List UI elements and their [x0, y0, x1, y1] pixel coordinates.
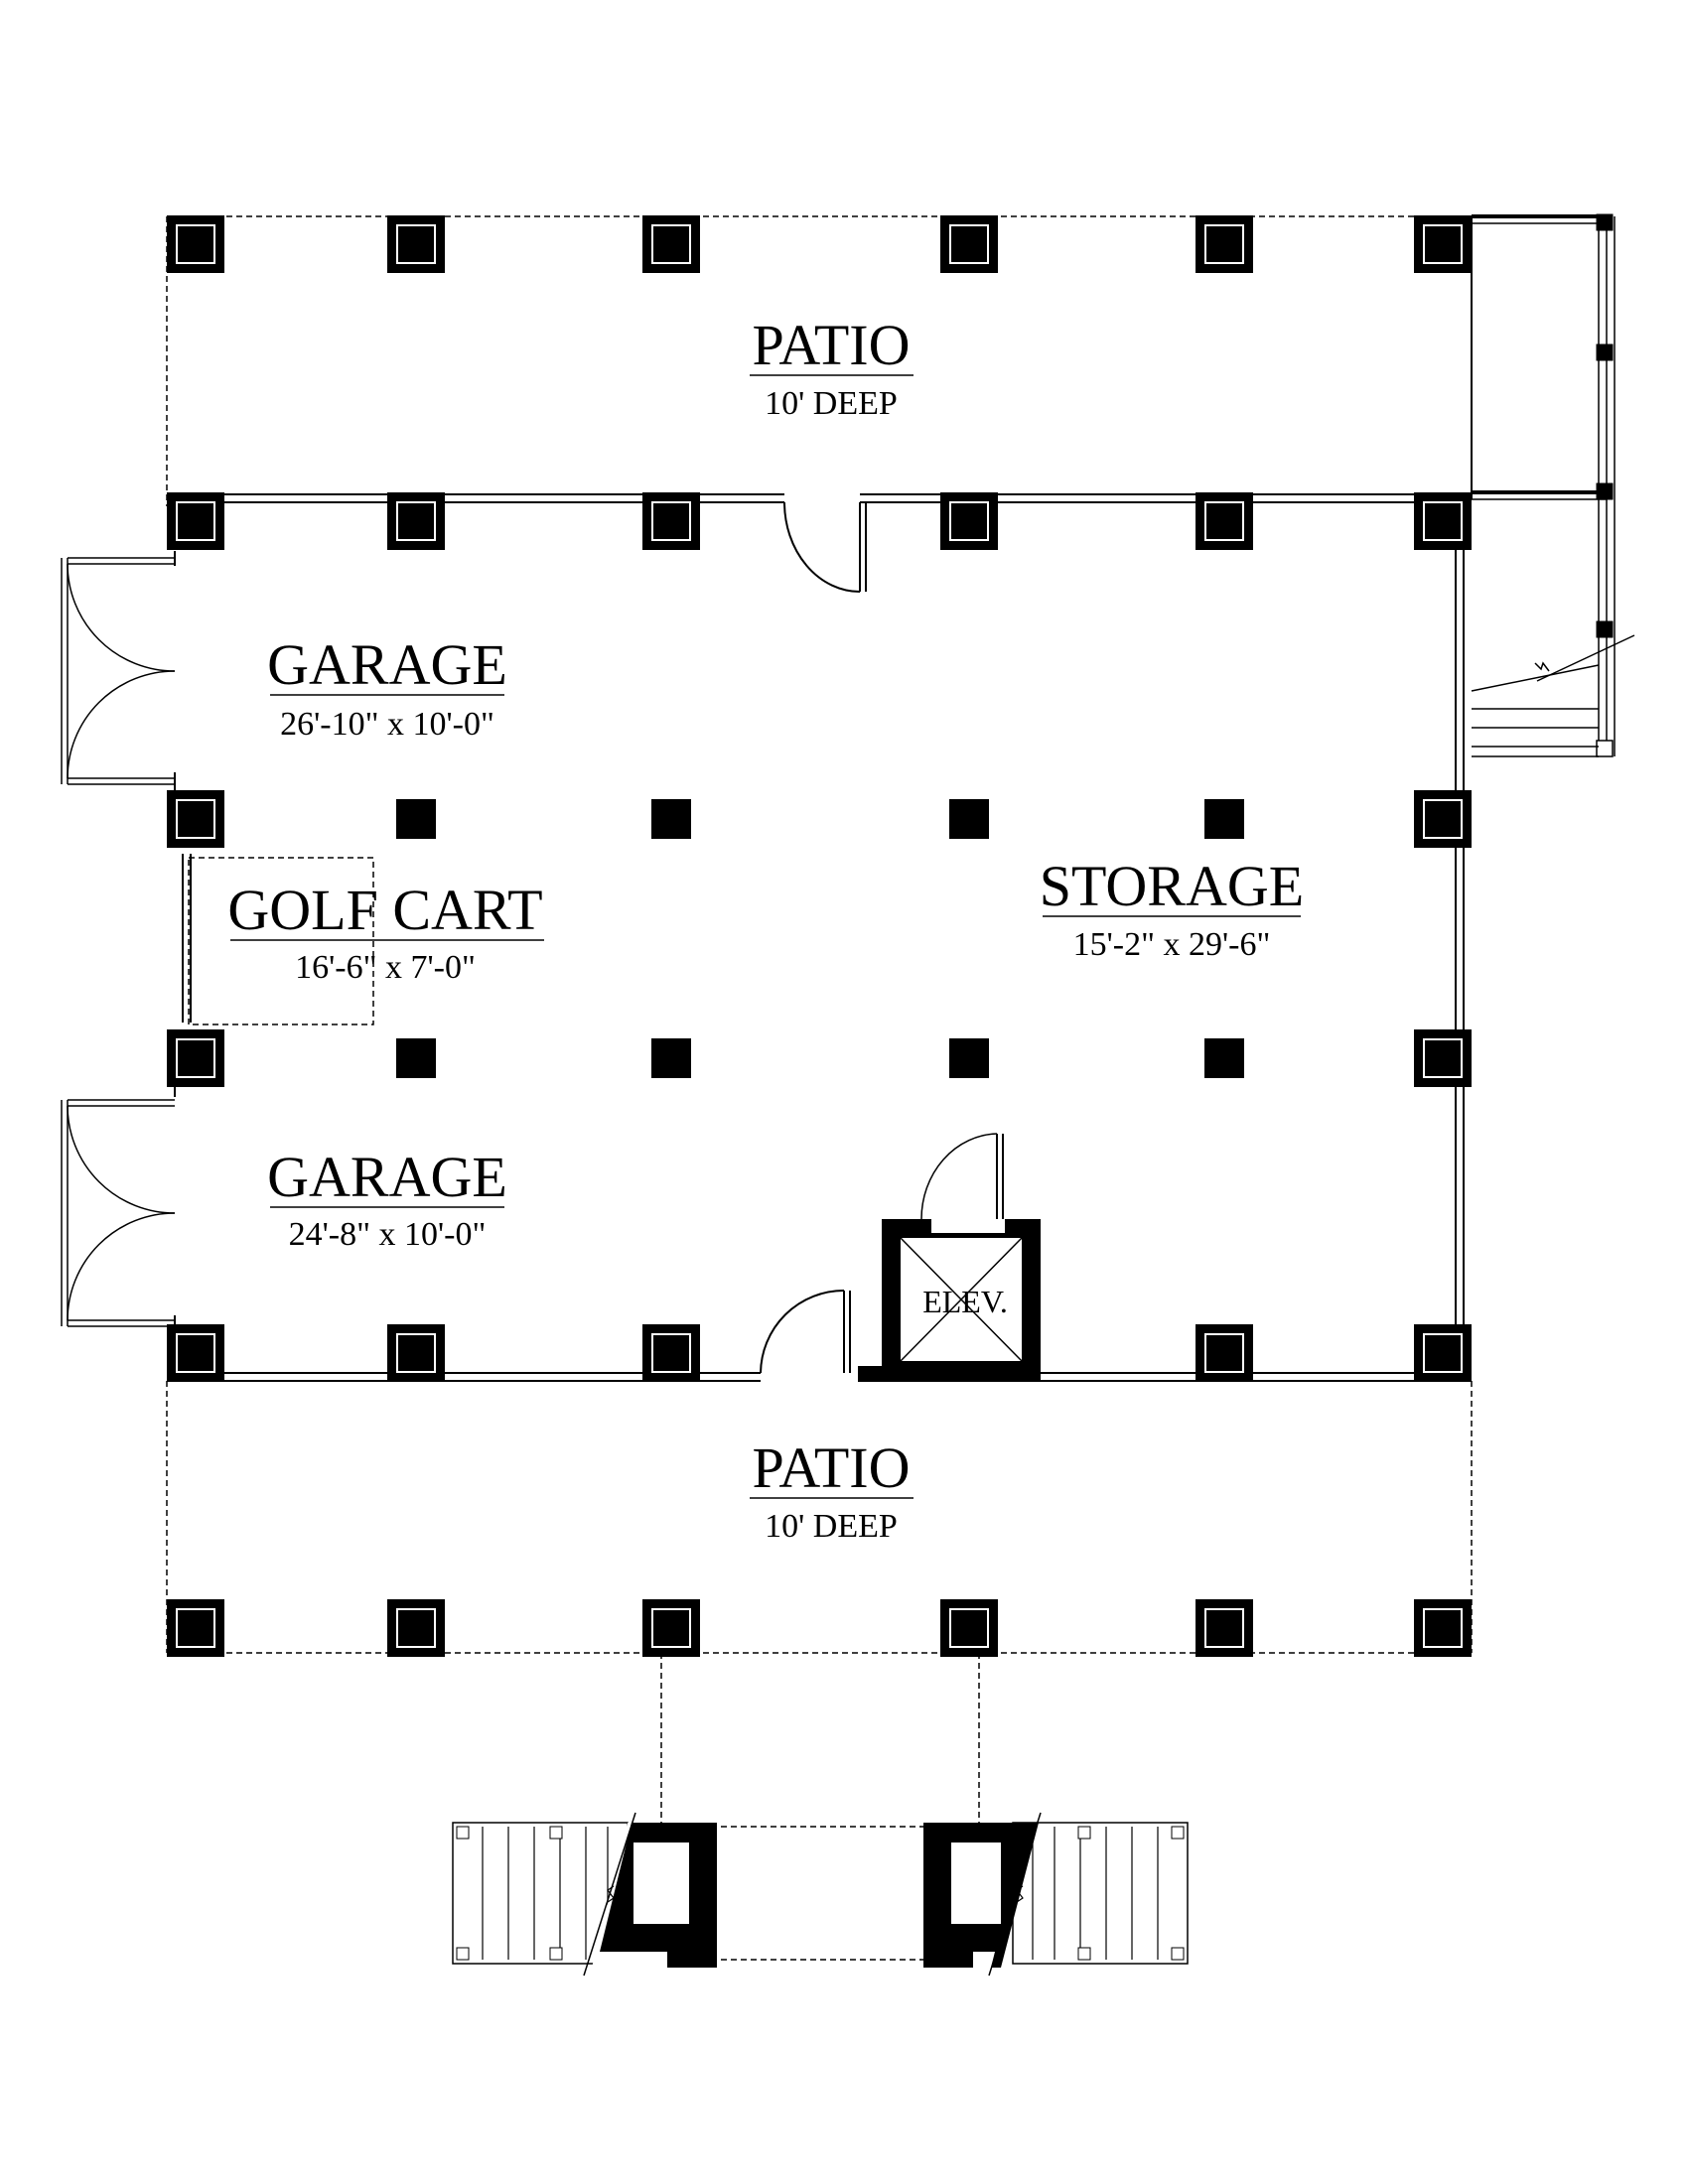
column-post — [1414, 1029, 1472, 1087]
golf-cart-bay — [188, 857, 374, 1025]
column-post — [167, 790, 224, 848]
column-post — [1196, 492, 1253, 550]
patio-bottom-outline — [166, 1381, 1473, 1961]
column-post — [1414, 1324, 1472, 1382]
column-post — [387, 215, 445, 273]
garage-door-lower — [61, 1099, 176, 1327]
room-name-elevator: ELEV. — [922, 1284, 1008, 1319]
label-patio-bottom: PATIO 10' DEEP — [750, 1435, 914, 1545]
room-dim-golf-cart: 16'-6" x 7'-0" — [295, 949, 476, 986]
column-post — [642, 215, 700, 273]
screened-porch — [1471, 213, 1616, 757]
room-dim-garage-upper: 26'-10" x 10'-0" — [280, 706, 494, 743]
column-post — [1414, 492, 1472, 550]
label-storage: STORAGE 15'-2" x 29'-6" — [1040, 854, 1304, 963]
interior-post — [949, 799, 989, 839]
interior-post — [396, 799, 436, 839]
column-post — [642, 492, 700, 550]
column-post — [167, 1599, 224, 1657]
interior-post — [949, 1038, 989, 1078]
column-post — [1414, 790, 1472, 848]
room-dim-garage-lower: 24'-8" x 10'-0" — [289, 1216, 487, 1253]
side-stair — [1471, 634, 1635, 757]
room-name-garage-upper: GARAGE — [267, 632, 507, 697]
door-top — [783, 501, 867, 593]
front-stair-right — [923, 1812, 1189, 1977]
column-post — [642, 1599, 700, 1657]
garage-door-upper — [61, 557, 176, 785]
room-dim-patio-top: 10' DEEP — [765, 385, 898, 422]
label-golf-cart: GOLF CART 16'-6" x 7'-0" — [227, 878, 544, 986]
room-dim-patio-bottom: 10' DEEP — [765, 1508, 898, 1545]
column-post — [642, 1324, 700, 1382]
room-name-patio-bottom: PATIO — [752, 1435, 910, 1500]
column-post — [1414, 1599, 1472, 1657]
perimeter-columns — [167, 215, 1472, 1657]
interior-columns — [396, 799, 1244, 1078]
column-post — [387, 1599, 445, 1657]
room-name-golf-cart: GOLF CART — [227, 878, 542, 942]
front-stair-left — [452, 1812, 717, 1977]
interior-post — [1204, 799, 1244, 839]
interior-post — [1204, 1038, 1244, 1078]
column-post — [167, 215, 224, 273]
room-name-garage-lower: GARAGE — [267, 1145, 507, 1209]
elevator — [858, 1133, 1041, 1382]
column-post — [940, 1599, 998, 1657]
column-post — [1196, 1324, 1253, 1382]
column-post — [1196, 215, 1253, 273]
interior-post — [396, 1038, 436, 1078]
label-garage-upper: GARAGE 26'-10" x 10'-0" — [267, 632, 507, 743]
interior-post — [651, 1038, 691, 1078]
room-dim-storage: 15'-2" x 29'-6" — [1073, 926, 1271, 963]
door-bottom — [760, 1290, 851, 1374]
patio-top-outline — [166, 215, 1472, 506]
column-post — [1196, 1599, 1253, 1657]
room-name-storage: STORAGE — [1040, 854, 1304, 918]
label-garage-lower: GARAGE 24'-8" x 10'-0" — [267, 1145, 507, 1253]
column-post — [167, 1029, 224, 1087]
column-post — [940, 492, 998, 550]
column-post — [167, 492, 224, 550]
interior-post — [651, 799, 691, 839]
column-post — [387, 492, 445, 550]
column-post — [387, 1324, 445, 1382]
label-patio-top: PATIO 10' DEEP — [750, 313, 914, 422]
column-post — [167, 1324, 224, 1382]
room-name-patio-top: PATIO — [752, 313, 910, 377]
column-post — [940, 215, 998, 273]
column-post — [1414, 215, 1472, 273]
